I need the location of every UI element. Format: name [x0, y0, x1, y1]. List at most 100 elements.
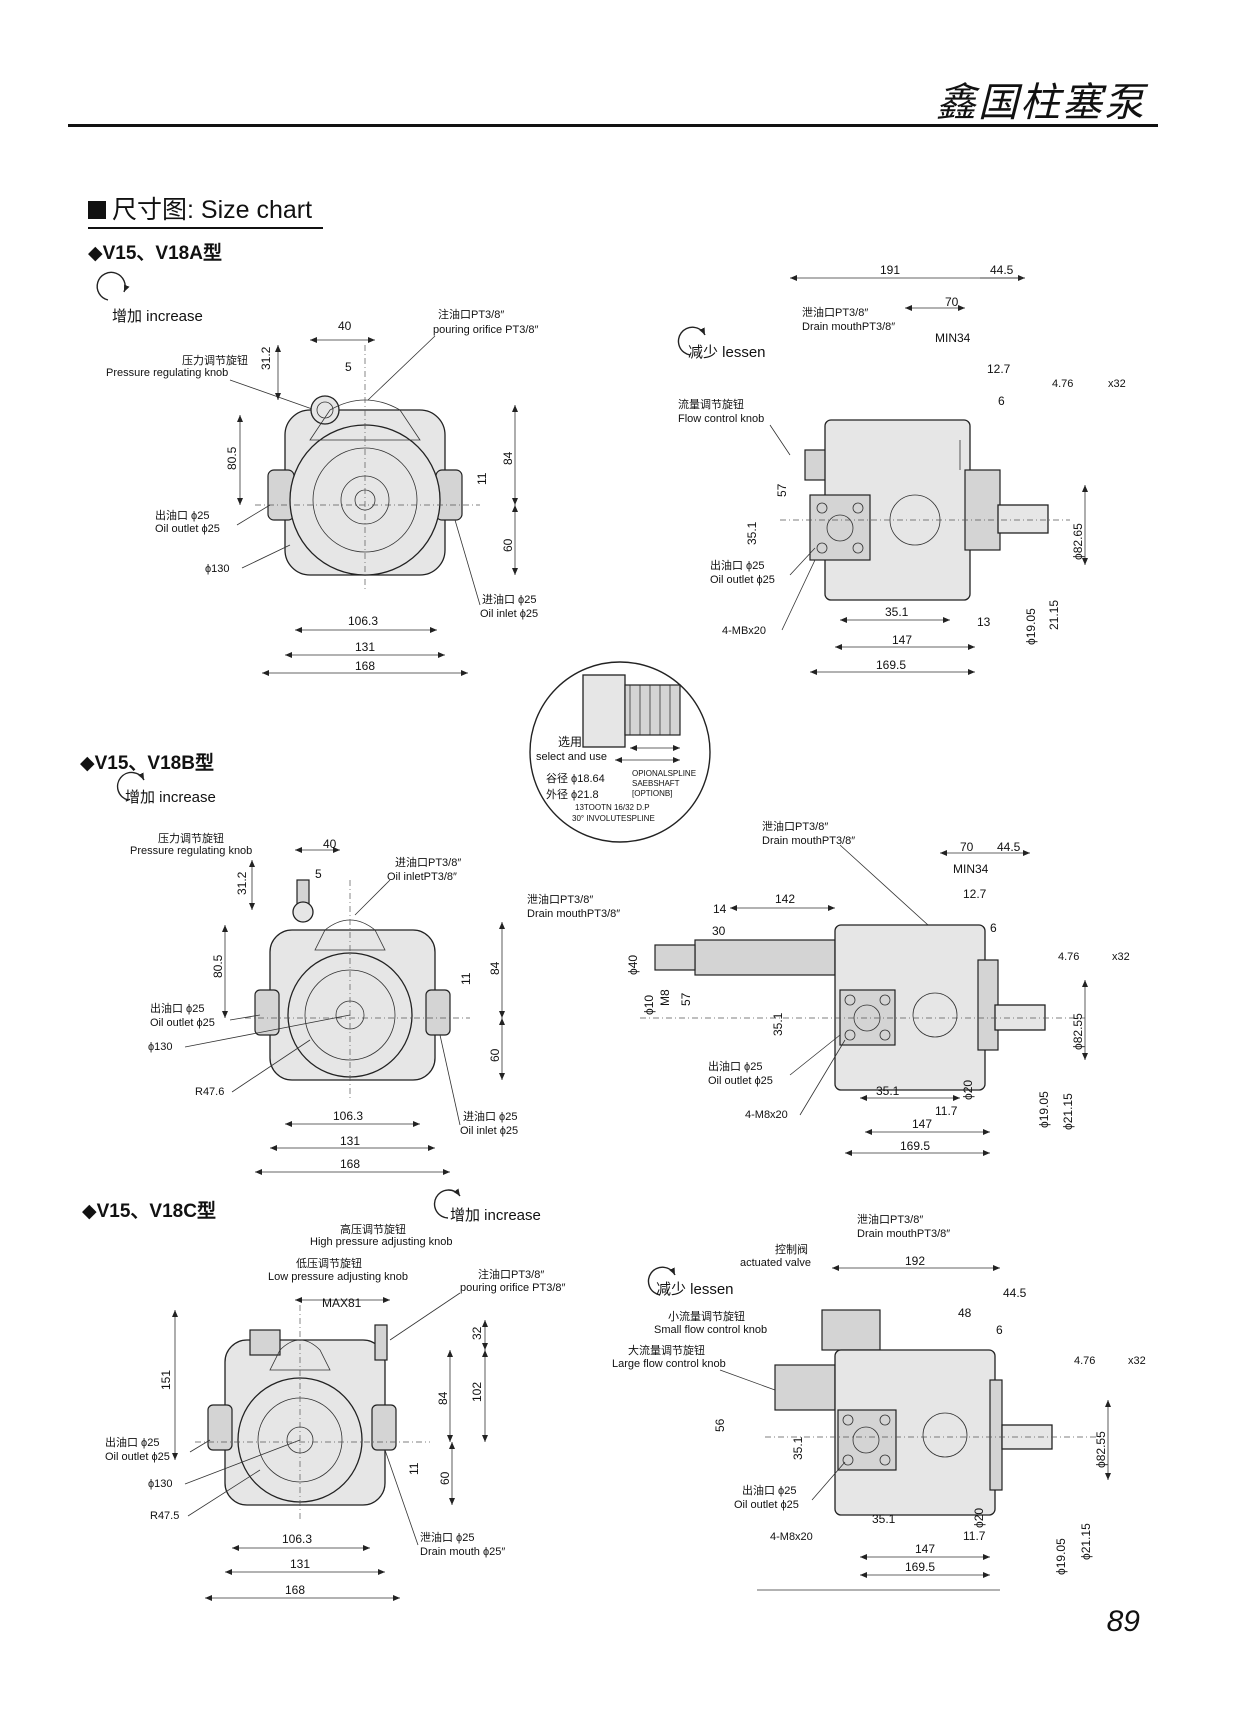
- b-dim-20-dia: ϕ20: [961, 1080, 975, 1100]
- c-dim-131: 131: [290, 1557, 310, 1571]
- c-side-lessen: 减少 lessen: [656, 1281, 734, 1298]
- spline-spec2: SAEBSHAFT: [632, 779, 680, 788]
- c-dim-60: 60: [438, 1471, 452, 1485]
- b-dim-m8: M8: [658, 989, 672, 1006]
- a-side-key: 4.76: [1052, 378, 1073, 390]
- a-dim-40: 40: [338, 319, 352, 333]
- diagram-spline-detail: 选用 select and use 谷径 ϕ18.64 外径 ϕ21.8 OPI…: [529, 661, 711, 843]
- b-dim-14: 14: [713, 902, 727, 916]
- b-front-inlet-en: Oil inlet ϕ25: [460, 1125, 518, 1137]
- spline-detail-circle: [529, 661, 711, 843]
- b-dim-106-3: 106.3: [333, 1109, 363, 1123]
- b-front-r47-6: R47.6: [195, 1086, 224, 1098]
- a-front-knob: [310, 395, 340, 425]
- c-side-large-en: Large flow control knob: [612, 1358, 726, 1370]
- spline-spec1: OPIONALSPLINE: [632, 769, 696, 778]
- b-front-inlet-top-en: Oil inletPT3/8″: [387, 871, 457, 883]
- c-side-small-cn: 小流量调节旋钮: [668, 1309, 745, 1323]
- b-side-outlet-cn: 出油口 ϕ25: [708, 1059, 762, 1073]
- b-dim-10-dia: ϕ10: [642, 995, 656, 1015]
- c-dim-44-5: 44.5: [1003, 1286, 1027, 1300]
- c-dim-147: 147: [915, 1542, 935, 1556]
- header-rule: [68, 124, 1158, 127]
- a-front-knob-cn: 压力调节旋钮: [182, 353, 248, 367]
- a-dim-35-1-h: 35.1: [885, 605, 909, 619]
- c-front-hp-en: High pressure adjusting knob: [310, 1236, 452, 1248]
- diagram-c-front: 增加 increase 高压调节旋钮 High pressure adjusti…: [105, 1188, 565, 1601]
- b-dim-11-7: 11.7: [935, 1104, 958, 1118]
- c-front-dim-130: ϕ130: [148, 1478, 173, 1490]
- a-dim-191: 191: [880, 263, 900, 277]
- b-dim-5: 5: [315, 867, 322, 881]
- b-side-actuator: [694, 939, 836, 976]
- c-dim-35-1-h: 35.1: [872, 1512, 896, 1526]
- rotate-arrow-icon: [433, 1188, 461, 1219]
- c-dim-168: 168: [285, 1583, 305, 1597]
- b-front-knob-cn: 压力调节旋钮: [158, 831, 224, 845]
- c-front-drain-en: Drain mouth ϕ25″: [420, 1546, 505, 1558]
- b-side-bolts: 4-M8x20: [745, 1109, 788, 1121]
- a-side-outlet-cn: 出油口 ϕ25: [710, 558, 764, 572]
- diagram-b-side: 泄油口PT3/8″ Drain mouthPT3/8″ 泄油口PT3/8″ Dr…: [527, 819, 1130, 1156]
- a-side-key-suffix: x32: [1108, 378, 1126, 390]
- b-dim-21-15: ϕ21.15: [1061, 1093, 1075, 1130]
- c-dim-19-05: ϕ19.05: [1054, 1538, 1068, 1575]
- c-side-drain-en: Drain mouthPT3/8″: [857, 1228, 950, 1240]
- c-front-outlet-en: Oil outlet ϕ25: [105, 1451, 170, 1463]
- b-front-dim-130: ϕ130: [148, 1041, 173, 1053]
- c-dim-192: 192: [905, 1254, 925, 1268]
- a-front-inlet-en: Oil inlet ϕ25: [480, 608, 538, 620]
- b-dim-40: 40: [323, 837, 337, 851]
- b-dim-min34: MIN34: [953, 862, 989, 876]
- a-side-flow-en: Flow control knob: [678, 413, 764, 425]
- c-side-small-en: Small flow control knob: [654, 1324, 767, 1336]
- c-front-max81: MAX81: [322, 1296, 362, 1310]
- a-dim-13: 13: [977, 615, 991, 629]
- c-dim-21-15: ϕ21.15: [1079, 1523, 1093, 1560]
- spline-body: [582, 674, 626, 748]
- a-side-shaft: [997, 504, 1049, 534]
- rotate-arrow-icon: [96, 271, 130, 301]
- spline-outer: 外径 ϕ21.8: [546, 788, 599, 801]
- b-side-drain2-en: Drain mouthPT3/8″: [527, 908, 620, 920]
- c-side-outlet-en: Oil outlet ϕ25: [734, 1499, 799, 1511]
- a-side-lessen: 减少 lessen: [688, 344, 766, 361]
- a-dim-5: 5: [345, 360, 352, 374]
- b-side-outlet-en: Oil outlet ϕ25: [708, 1075, 773, 1087]
- a-front-increase: 增加 increase: [112, 308, 203, 325]
- a-dim-min34: MIN34: [935, 331, 971, 345]
- c-dim-6: 6: [996, 1323, 1003, 1337]
- c-side-bolts: 4-M8x20: [770, 1531, 813, 1543]
- model-c-heading: ◆V15、V18C型: [82, 1201, 216, 1222]
- b-dim-40-dia: ϕ40: [626, 955, 640, 975]
- a-dim-6: 6: [998, 394, 1005, 408]
- b-dim-35-1-v: 35.1: [771, 1012, 785, 1036]
- section-rule: [88, 227, 323, 229]
- a-side-outlet-en: Oil outlet ϕ25: [710, 574, 775, 586]
- c-side-outlet-cn: 出油口 ϕ25: [742, 1483, 796, 1497]
- b-dim-169-5: 169.5: [900, 1139, 930, 1153]
- spline-spec4: 13TOOTN 16/32 D.P: [575, 803, 650, 812]
- b-dim-60: 60: [488, 1048, 502, 1062]
- b-front-inlet-cn: 进油口 ϕ25: [463, 1109, 517, 1123]
- c-front-r47-5: R47.5: [150, 1510, 179, 1522]
- c-side-key-suffix: x32: [1128, 1355, 1146, 1367]
- b-side-key-suffix: x32: [1112, 951, 1130, 963]
- rotate-arrow-icon: [647, 1266, 676, 1296]
- spline-shaft: [624, 684, 681, 736]
- b-dim-168: 168: [340, 1157, 360, 1171]
- c-dim-102: 102: [470, 1382, 484, 1402]
- b-side-drain2-cn: 泄油口PT3/8″: [527, 892, 593, 906]
- a-dim-82-65: ϕ82.65: [1071, 523, 1085, 560]
- spline-option-cn: 选用: [558, 735, 582, 749]
- a-side-flange: [809, 494, 871, 561]
- a-front-inlet-cn: 进油口 ϕ25: [482, 592, 536, 606]
- section-title: 尺寸图: Size chart: [88, 190, 312, 226]
- a-front-pour-en: pouring orifice PT3/8″: [433, 324, 538, 336]
- b-dim-11: 11: [459, 972, 473, 985]
- brand-title: 鑫国柱塞泵: [936, 81, 1146, 125]
- a-dim-147: 147: [892, 633, 912, 647]
- model-a-heading: ◆V15、V18A型: [88, 243, 222, 264]
- a-dim-106-3: 106.3: [348, 614, 378, 628]
- b-dim-80-5: 80.5: [211, 954, 225, 978]
